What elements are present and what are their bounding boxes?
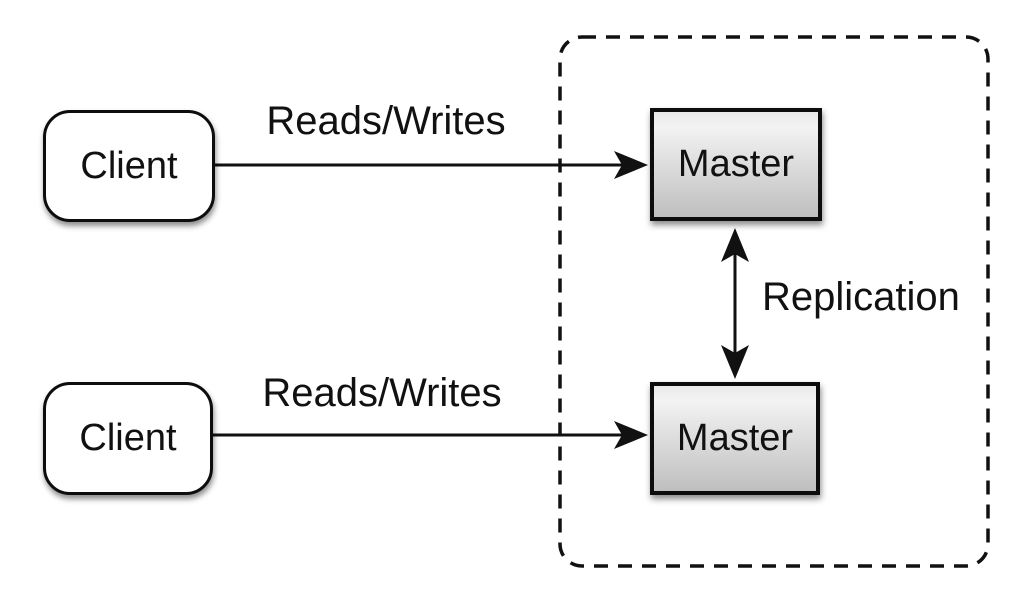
replication-arrow bbox=[721, 228, 749, 379]
master-node-1: Master bbox=[650, 108, 822, 221]
client-node-2: Client bbox=[43, 382, 213, 495]
master-node-1-label: Master bbox=[677, 143, 795, 185]
client-node-1-label: Client bbox=[80, 144, 178, 187]
replication-arrow-up-head-icon bbox=[721, 228, 749, 262]
reads-writes-arrow-top-head-icon bbox=[614, 151, 648, 179]
reads-writes-arrow-top bbox=[215, 151, 648, 179]
master-node-2: Master bbox=[650, 382, 820, 495]
replication-group-border bbox=[558, 35, 990, 568]
reads-writes-arrow-bottom bbox=[213, 421, 648, 449]
client-node-1: Client bbox=[43, 110, 215, 222]
client-node-2-label: Client bbox=[79, 417, 177, 459]
master-node-2-label: Master bbox=[676, 417, 794, 459]
replication-arrow-down-head-icon bbox=[721, 345, 749, 379]
reads-writes-label-top: Reads/Writes bbox=[266, 99, 506, 143]
reads-writes-arrow-bottom-head-icon bbox=[614, 421, 648, 449]
replication-label: Replication bbox=[762, 275, 960, 319]
reads-writes-label-bottom: Reads/Writes bbox=[262, 371, 502, 415]
